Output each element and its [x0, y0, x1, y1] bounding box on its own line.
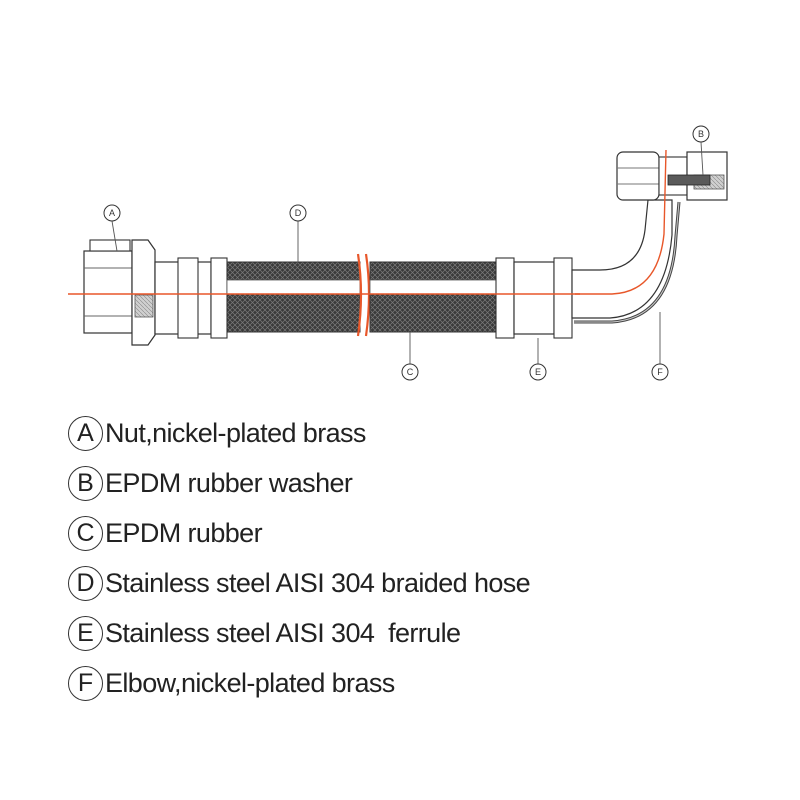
left-ferrule	[154, 257, 228, 339]
legend-text-d: Stainless steel AISI 304 braided hose	[105, 567, 531, 598]
legend-text-a: Nut,nickel-plated brass	[105, 417, 366, 448]
callout-c: C	[401, 363, 419, 381]
callout-b: B	[692, 125, 710, 143]
callout-a-letter: A	[109, 208, 115, 218]
callout-a: A	[103, 204, 121, 222]
callout-b-letter: B	[698, 129, 704, 139]
callout-e-letter: E	[535, 367, 541, 377]
legend-badge-d: D	[68, 565, 103, 601]
callout-f: F	[651, 363, 669, 381]
centerline	[68, 149, 667, 295]
ferrule-part	[495, 257, 573, 339]
leader-lines	[111, 141, 704, 364]
callout-f-letter: F	[657, 367, 663, 377]
hose-assembly-diagram: A B C D E F	[68, 125, 728, 381]
legend-badge-c: C	[68, 515, 103, 551]
legend-text-f: Elbow,nickel-plated brass	[105, 667, 395, 698]
legend-badge-a: A	[68, 415, 103, 451]
legend-item-d: D Stainless steel AISI 304 braided hose	[68, 558, 531, 608]
legend-badge-b: B	[68, 465, 103, 501]
legend-item-c: C EPDM rubber	[68, 508, 530, 558]
legend-text-b: EPDM rubber washer	[105, 467, 353, 498]
top-nut-part	[616, 151, 728, 201]
callout-c-letter: C	[407, 367, 414, 377]
legend-item-e: E Stainless steel AISI 304 ferrule	[68, 608, 530, 658]
parts-legend: A Nut,nickel-plated brass B EPDM rubber …	[68, 408, 531, 708]
callout-d: D	[289, 204, 307, 222]
elbow-part	[571, 199, 681, 324]
legend-text-c: EPDM rubber	[105, 517, 263, 548]
braided-hose-left	[226, 261, 361, 333]
legend-text-e: Stainless steel AISI 304 ferrule	[105, 617, 461, 648]
legend-item-f: F Elbow,nickel-plated brass	[68, 658, 530, 708]
braided-hose-right	[369, 261, 497, 333]
nut-part	[83, 239, 156, 346]
legend-badge-e: E	[68, 615, 103, 651]
legend-item-b: B EPDM rubber washer	[68, 458, 530, 508]
legend-badge-f: F	[68, 665, 103, 701]
legend-item-a: A Nut,nickel-plated brass	[68, 408, 530, 458]
callout-d-letter: D	[295, 208, 302, 218]
callout-e: E	[529, 363, 547, 381]
